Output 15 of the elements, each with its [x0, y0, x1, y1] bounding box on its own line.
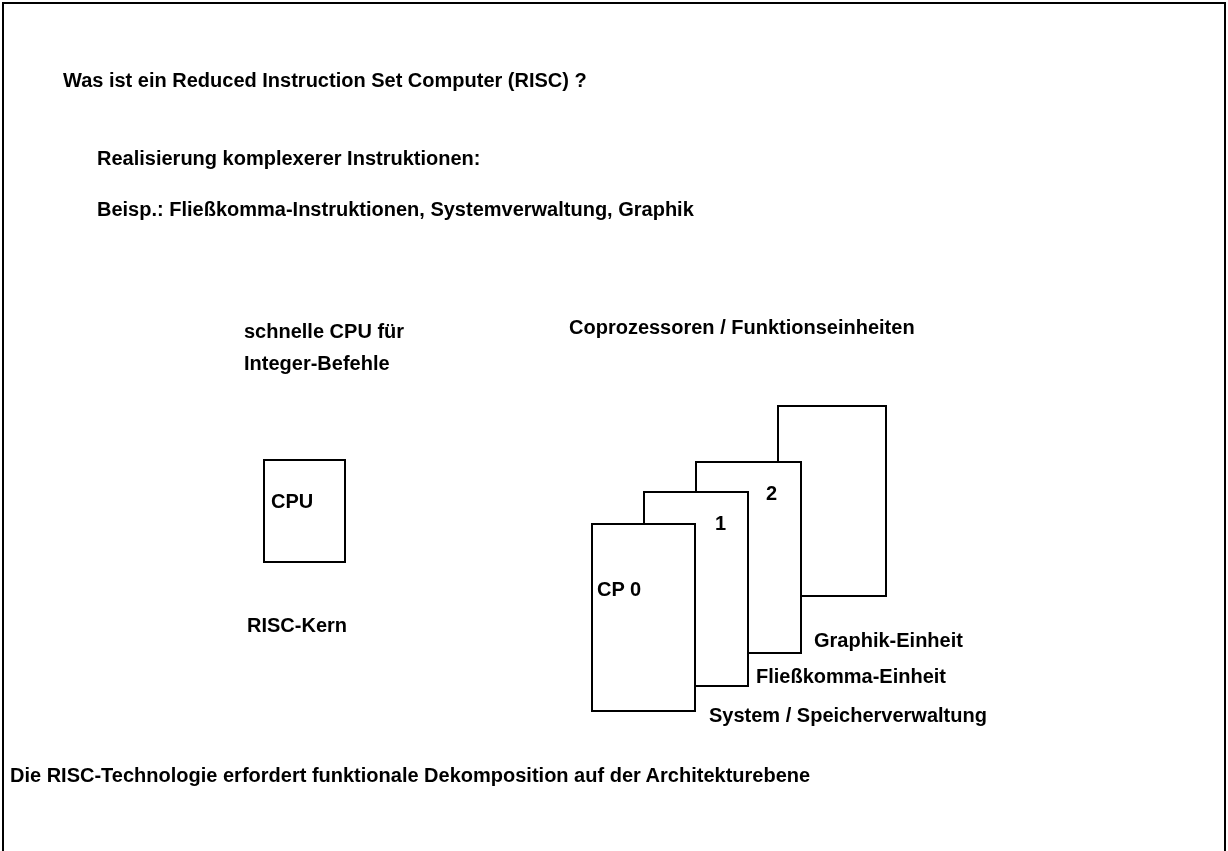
heading-text: Realisierung komplexerer Instruktionen:: [97, 146, 481, 170]
unit-label: 2: [766, 481, 778, 505]
example-text: Beisp.: Fließkomma-Instruktionen, Systemverwaltung, Graphik: [97, 197, 694, 221]
group-heading: Coprozessoren / Funktionseinheiten: [569, 315, 915, 339]
unit-label: CPU: [271, 489, 314, 513]
unit-caption: System / Speicherverwaltung: [709, 703, 987, 728]
unit-label: CP 0: [597, 577, 642, 601]
conclusion-text: Die RISC-Technologie erfordert funktionale Dekomposition auf der Architekturebene: [10, 763, 811, 787]
cpu-caption: schnelle CPU für Integer-Befehle: [244, 319, 406, 376]
unit-caption: Fließkomma-Einheit: [756, 664, 947, 689]
unit-label: 1: [715, 511, 727, 535]
unit-caption: RISC-Kern: [247, 613, 347, 638]
empty-box: [777, 405, 887, 597]
unit-caption: Graphik-Einheit: [814, 628, 963, 653]
title: Was ist ein Reduced Instruction Set Computer (RISC) ?: [63, 68, 587, 92]
